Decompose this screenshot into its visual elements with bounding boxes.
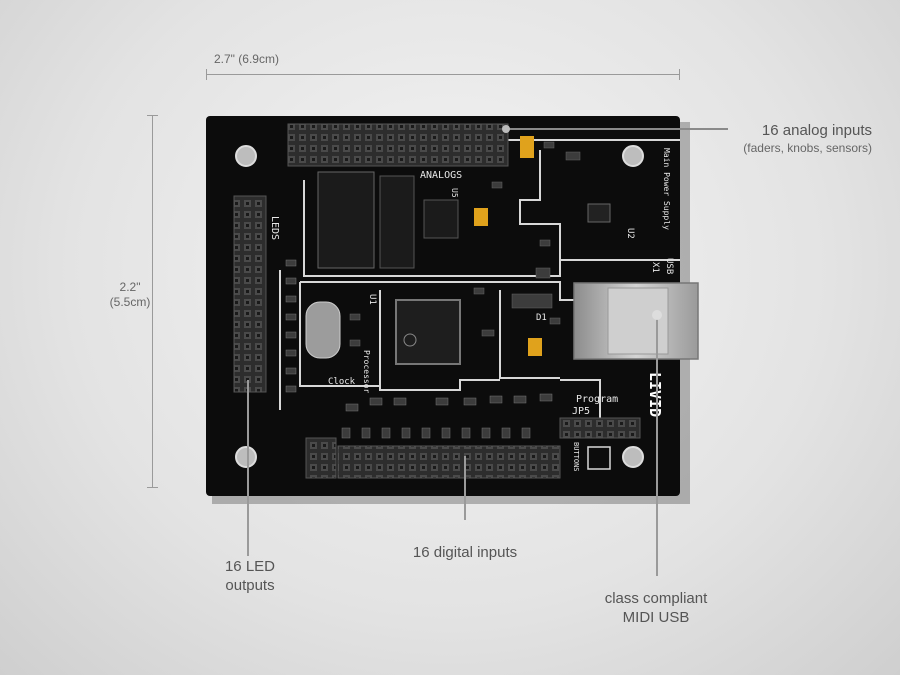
silk-clock: Clock (328, 377, 356, 387)
silk-u2: U2 (625, 228, 635, 239)
tantalum-cap-top (520, 136, 534, 158)
callout-digital: 16 digital inputs (400, 544, 530, 563)
callout-digital-line1: 16 digital inputs (412, 544, 518, 561)
led-pointer-v (247, 380, 249, 556)
chip-u5 (423, 199, 459, 239)
resistor-row (341, 393, 553, 439)
regulator-u2 (587, 203, 611, 223)
width-dimension-tick-left (206, 69, 207, 80)
tantalum-caps (474, 136, 542, 356)
usb-connector-plate (607, 287, 669, 355)
analog-pointer-h (506, 128, 728, 130)
led-header (233, 195, 267, 393)
callout-led: 16 LED outputs (210, 558, 290, 596)
callout-usb-line2: MIDI USB (622, 608, 690, 626)
silk-leds: LEDS (269, 216, 280, 240)
program-header (559, 417, 641, 439)
silk-processor: Processor (362, 350, 371, 394)
mounting-hole-bottom-left (235, 446, 257, 468)
callout-led-line1: 16 LED (224, 558, 276, 575)
width-dimension-line (206, 74, 680, 75)
callout-analog-subtitle: (faders, knobs, sensors) (743, 140, 872, 155)
multiplexer-chip (317, 171, 375, 269)
callout-led-line2: outputs (225, 576, 275, 594)
callout-usb-line1: class compliant (604, 590, 708, 607)
height-dimension-label: 2.2" (5.5cm) (108, 280, 152, 310)
height-dimension-line (152, 115, 153, 487)
mounting-hole-bottom-right (622, 446, 644, 468)
aux-header-left (305, 437, 337, 479)
led-resistor-column (285, 259, 297, 393)
callout-analog-title: 16 analog inputs (761, 122, 872, 139)
silk-usb: USB (664, 258, 674, 274)
width-dimension-label: 2.7" (6.9cm) (214, 52, 279, 66)
silk-program: Program (576, 394, 618, 405)
height-dimension-tick-top (147, 115, 158, 116)
silk-jp5: JP5 (572, 406, 590, 417)
usb-pointer-v (656, 314, 658, 576)
chip-u7 (379, 175, 415, 269)
silk-analogs: ANALOGS (420, 170, 462, 181)
mounting-holes (235, 145, 644, 468)
usb-pointer-dot (652, 310, 662, 320)
height-label-inch: 2.2" (119, 280, 141, 294)
silk-u5: U5 (450, 188, 459, 198)
silk-usb-ref: X1 (650, 262, 660, 273)
silk-u1: U1 (367, 294, 377, 305)
height-dimension-tick-bottom (147, 487, 158, 488)
processor-chip (395, 299, 461, 365)
crystal-oscillator (305, 301, 341, 359)
digital-pointer-v (464, 456, 466, 520)
analog-header (287, 123, 509, 167)
height-label-cm: (5.5cm) (109, 295, 151, 309)
buttons-footprint (587, 446, 611, 470)
silk-livid: LIVID (646, 372, 664, 417)
analog-pointer-dot (502, 125, 510, 133)
smd-components (349, 141, 581, 347)
silk-buttons: BUTTONS (572, 442, 580, 472)
mounting-hole-top-left (235, 145, 257, 167)
width-dimension-tick-right (679, 69, 680, 80)
callout-usb: class compliant MIDI USB (586, 590, 726, 628)
tantalum-cap-low (528, 338, 542, 356)
tantalum-cap-mid (474, 208, 488, 226)
silk-d1: D1 (536, 313, 547, 323)
processor-logo (403, 333, 417, 347)
callout-analog: 16 analog inputs (faders, knobs, sensors… (712, 122, 872, 156)
silk-main-power: Main Power Supply (662, 148, 671, 230)
mounting-hole-top-right (622, 145, 644, 167)
digital-header (337, 445, 561, 479)
